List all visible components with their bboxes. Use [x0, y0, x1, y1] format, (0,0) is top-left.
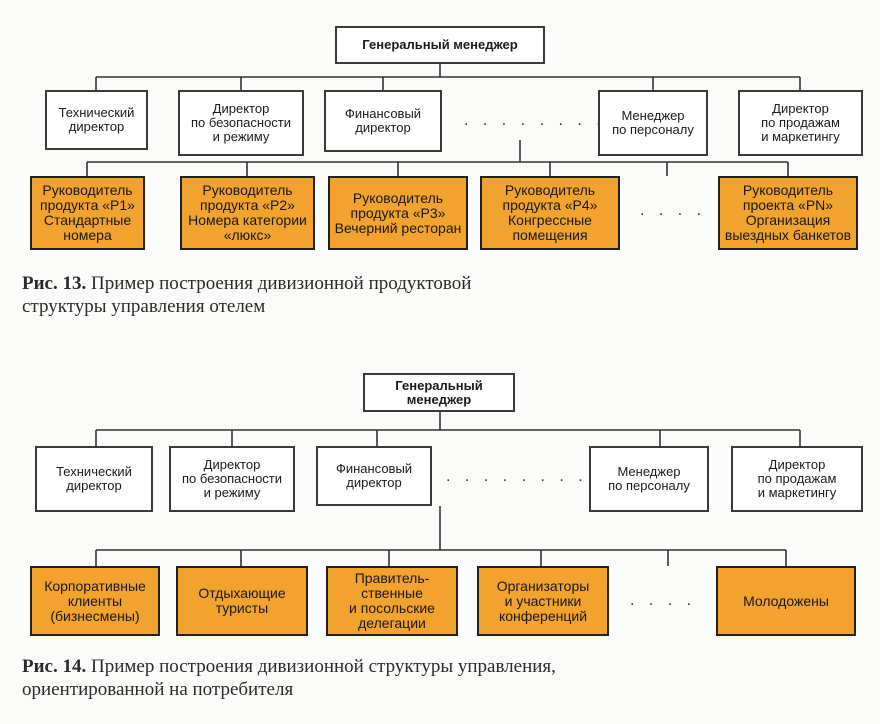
product-p4-box: Руководитель продукта «P4» Конгрессные п… [480, 176, 620, 250]
ellipsis-row2: . . . . [640, 202, 707, 219]
security-director-box-2: Директор по безопасности и режиму [169, 446, 295, 512]
figure14-caption: Рис. 14. Пример построения дивизионной с… [22, 655, 556, 701]
sales-director-box: Директор по продажам и маркетингу [738, 90, 863, 156]
conference-participants-box: Организаторы и участники конференций [477, 566, 609, 636]
delegations-box: Правитель- ственные и посольские делегац… [326, 566, 458, 636]
general-manager-box: Генеральный менеджер [335, 26, 545, 64]
technical-director-box-2: Технический директор [35, 446, 153, 512]
general-manager-box-2: Генеральный менеджер [363, 373, 515, 412]
newlyweds-box: Молодожены [716, 566, 856, 636]
product-p2-box: Руководитель продукта «P2» Номера катего… [180, 176, 315, 250]
figure13-caption-label: Рис. 13. [22, 273, 87, 294]
product-p1-box: Руководитель продукта «P1» Стандартные н… [30, 176, 145, 250]
ellipsis-row1: . . . . . . . . . [464, 112, 625, 129]
figure14-caption-text: Пример построения дивизионной структуры … [22, 656, 556, 700]
technical-director-box: Технический директор [45, 90, 148, 150]
ellipsis-row2-2: . . . . [630, 592, 697, 609]
figure13-caption: Рис. 13. Пример построения дивизионной п… [22, 272, 471, 318]
finance-director-box-2: Финансовый директор [316, 446, 432, 506]
hr-manager-box: Менеджер по персоналу [598, 90, 708, 156]
ellipsis-row1-2: . . . . . . . . . [446, 468, 607, 485]
figure14-caption-label: Рис. 14. [22, 656, 87, 677]
figure13-caption-text: Пример построения дивизионной продуктово… [22, 273, 472, 317]
tourists-box: Отдыхающие туристы [176, 566, 308, 636]
finance-director-box: Финансовый директор [324, 90, 442, 152]
project-pn-box: Руководитель проекта «PN» Организация вы… [718, 176, 858, 250]
sales-director-box-2: Директор по продажам и маркетингу [731, 446, 863, 512]
security-director-box: Директор по безопасности и режиму [178, 90, 304, 156]
product-p3-box: Руководитель продукта «P3» Вечерний рест… [328, 176, 468, 250]
corporate-clients-box: Корпоративные клиенты (бизнесмены) [30, 566, 160, 636]
hr-manager-box-2: Менеджер по персоналу [589, 446, 709, 512]
